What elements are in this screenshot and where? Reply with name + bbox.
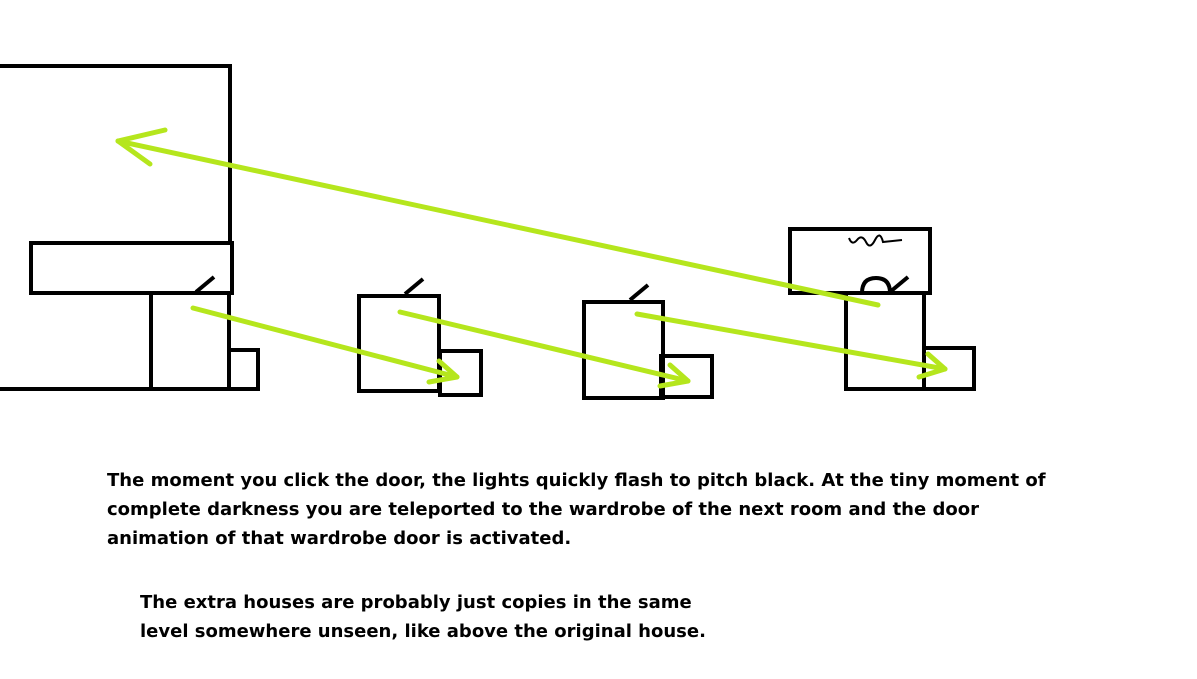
text-line: The moment you click the door, the light… xyxy=(107,470,1046,491)
original-house xyxy=(0,64,260,391)
wardrobe-door-handle xyxy=(403,277,425,296)
dome-shape xyxy=(860,275,892,294)
house-shelf xyxy=(29,241,234,295)
text-line: complete darkness you are teleported to … xyxy=(107,499,979,520)
copy-room-2 xyxy=(582,283,714,400)
arrow-room-3-to-wardrobe-3 xyxy=(634,311,948,380)
arrowhead xyxy=(657,362,691,389)
squiggle-mark xyxy=(848,234,903,247)
wardrobe-door-handle xyxy=(194,275,216,294)
note-paragraph: The extra houses are probably just copie… xyxy=(140,588,706,646)
copy-room-3 xyxy=(788,227,976,391)
text-line: The extra houses are probably just copie… xyxy=(140,592,692,613)
arrowhead xyxy=(916,351,948,380)
wardrobe-door-handle xyxy=(888,275,910,294)
door-box xyxy=(227,348,260,391)
wardrobe-box xyxy=(357,294,441,393)
wardrobe-door-handle xyxy=(628,283,650,302)
arrowhead xyxy=(426,358,460,385)
text-line: level somewhere unseen, like above the o… xyxy=(140,621,706,642)
wardrobe-box xyxy=(582,300,665,400)
door-box xyxy=(922,346,976,391)
house-outline xyxy=(0,64,232,243)
text-line: animation of that wardrobe door is activ… xyxy=(107,528,572,549)
wardrobe-box xyxy=(149,291,231,391)
explanation-paragraph: The moment you click the door, the light… xyxy=(107,466,1046,553)
arrow-room-1-to-wardrobe-1 xyxy=(190,305,460,385)
copy-room-1 xyxy=(357,277,483,397)
arrow-room-2-to-wardrobe-2 xyxy=(397,309,691,389)
arrowhead xyxy=(115,127,168,167)
wardrobe-box xyxy=(844,291,926,391)
arrow-back-to-original-house xyxy=(115,127,881,308)
